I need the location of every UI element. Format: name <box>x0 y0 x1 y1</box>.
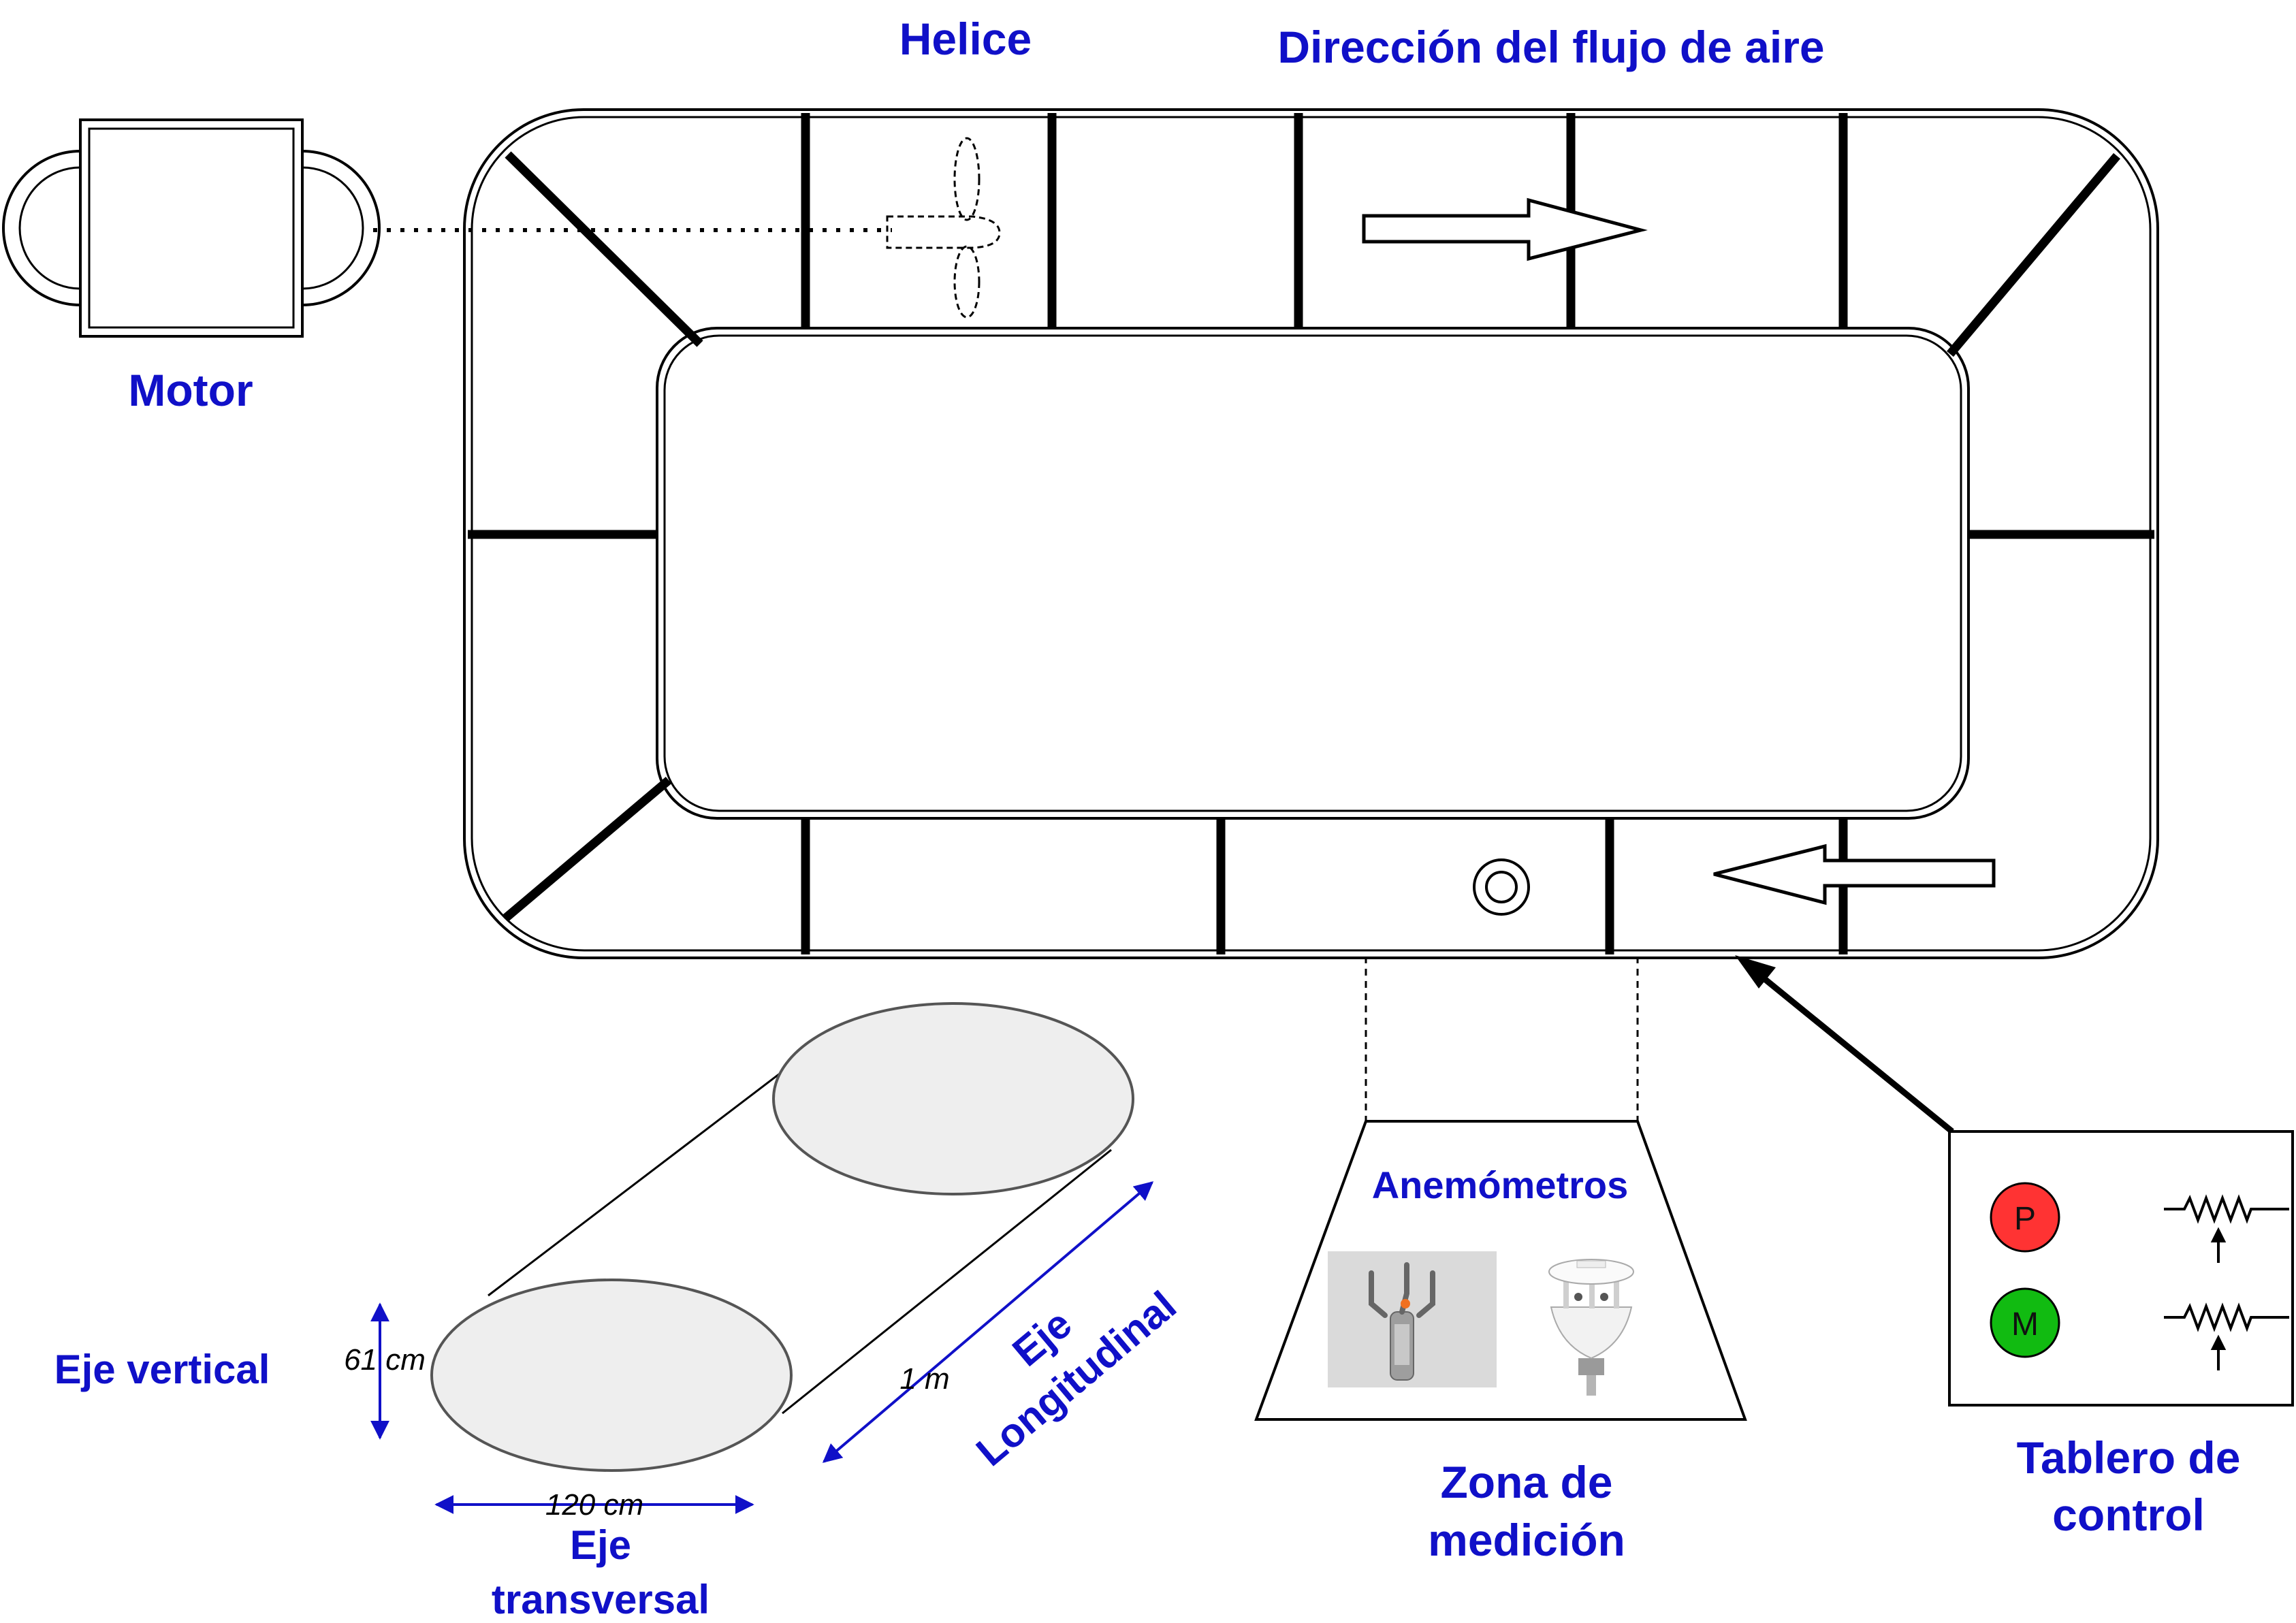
control-pointer-head <box>1735 955 1776 989</box>
stop-button[interactable]: P <box>1990 1182 2060 1253</box>
test-section-cylinder <box>430 1002 1134 1472</box>
potentiometer-icon[interactable] <box>2164 1194 2289 1263</box>
height-value: 61 cm <box>344 1343 426 1377</box>
start-button-letter: M <box>2011 1306 2039 1343</box>
tunnel-loop <box>463 108 2159 959</box>
anemometer-3d-sonic-icon <box>1328 1251 1497 1387</box>
control-pointer-line <box>1746 963 1954 1134</box>
length-value: 1 m <box>899 1362 949 1396</box>
longitudinal-dimension-arrow <box>822 1181 1154 1463</box>
helice-label: Helice <box>899 14 1032 64</box>
eje-longitudinal-label: Eje Longitudinal <box>968 1283 1185 1475</box>
anemometer-ultrasonic-icon <box>1548 1259 1634 1396</box>
tablero-label-line2: control <box>2052 1490 2205 1540</box>
eje-transversal-line1: Eje <box>570 1522 631 1568</box>
motor <box>2 118 381 338</box>
sensor-port <box>1473 858 1530 916</box>
propeller <box>886 137 1001 319</box>
start-button[interactable]: M <box>1990 1287 2060 1358</box>
section-dividers <box>468 113 2154 954</box>
width-value: 120 cm <box>545 1488 643 1522</box>
tablero-label-line1: Tablero de <box>2017 1432 2241 1483</box>
eje-transversal-line2: transversal <box>492 1577 709 1622</box>
flow-arrow-left <box>1713 843 1996 905</box>
motor-label: Motor <box>128 365 253 415</box>
flow-arrow-right <box>1362 197 1648 261</box>
flow-direction-label: Dirección del flujo de aire <box>1277 22 1824 72</box>
potentiometer-icon[interactable] <box>2164 1302 2289 1370</box>
control-panel <box>1948 1130 2294 1407</box>
eje-vertical-label: Eje vertical <box>54 1347 270 1392</box>
zona-label-line2: medición <box>1428 1515 1625 1565</box>
anemometros-label: Anemómetros <box>1372 1163 1629 1206</box>
stop-button-letter: P <box>2014 1201 2036 1237</box>
zona-label-line1: Zona de <box>1440 1457 1612 1507</box>
